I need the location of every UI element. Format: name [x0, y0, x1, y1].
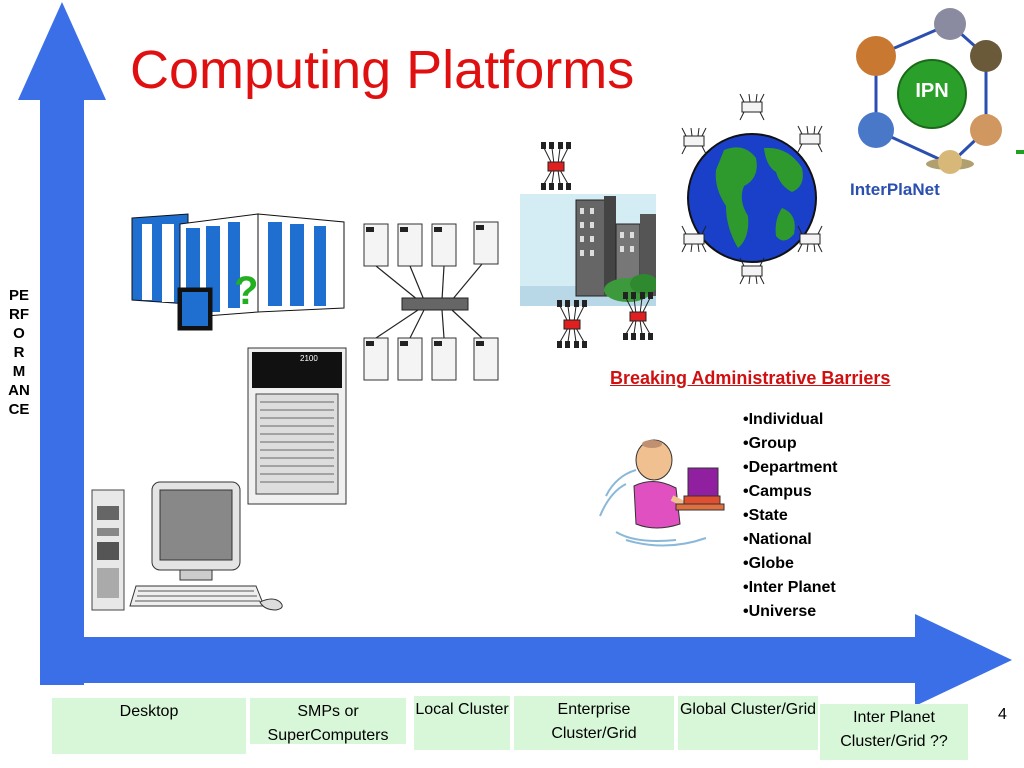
ipn-logo-icon: IPN InterPlaNet — [846, 4, 1016, 204]
platform-axis-arrow — [40, 614, 1012, 706]
cluster-network-icon — [363, 221, 499, 381]
performance-axis-label: PERFORMANCE — [8, 287, 30, 418]
performance-axis-arrow — [18, 2, 106, 685]
supercomputer-icon: ? — [128, 208, 350, 334]
ipn-logo-name: InterPlaNet — [850, 180, 940, 199]
category-enterprise-grid: Enterprise Cluster/Grid — [514, 696, 674, 750]
list-item: •National — [743, 531, 812, 548]
list-item: •Campus — [743, 483, 812, 500]
list-item: •Individual — [743, 411, 824, 428]
list-item: •Group — [743, 435, 797, 452]
list-item: •Department — [743, 459, 838, 476]
desktop-computer-icon — [91, 481, 283, 611]
enterprise-node-top — [541, 142, 571, 190]
list-item: •Inter Planet — [743, 579, 836, 596]
list-item: •Globe — [743, 555, 794, 572]
person-at-computer-icon — [599, 439, 725, 547]
category-local-cluster: Local Cluster — [414, 696, 510, 750]
category-desktop: Desktop — [52, 698, 246, 754]
supercomputer-question-mark: ? — [234, 269, 259, 313]
server-model-label: 2100 — [300, 354, 318, 363]
category-interplanet-grid: Inter Planet Cluster/Grid ?? — [820, 704, 968, 760]
list-item: •State — [743, 507, 788, 524]
page-number: 4 — [998, 706, 1007, 723]
category-global-grid: Global Cluster/Grid — [678, 696, 818, 750]
category-smps: SMPs or SuperComputers — [250, 698, 406, 744]
ipn-logo-text: IPN — [915, 80, 949, 102]
green-dash — [1016, 150, 1024, 154]
enterprise-node-bottom-right — [623, 292, 653, 340]
barriers-heading: Breaking Administrative Barriers — [610, 368, 891, 388]
barriers-list: •Individual •Group •Department •Campus •… — [743, 408, 838, 624]
globe-icon — [681, 93, 823, 285]
list-item: •Universe — [743, 603, 817, 620]
server-icon: 2100 — [246, 346, 348, 506]
enterprise-node-bottom-left — [557, 300, 587, 348]
city-buildings-icon — [520, 194, 656, 306]
page-title: Computing Platforms — [130, 40, 635, 100]
